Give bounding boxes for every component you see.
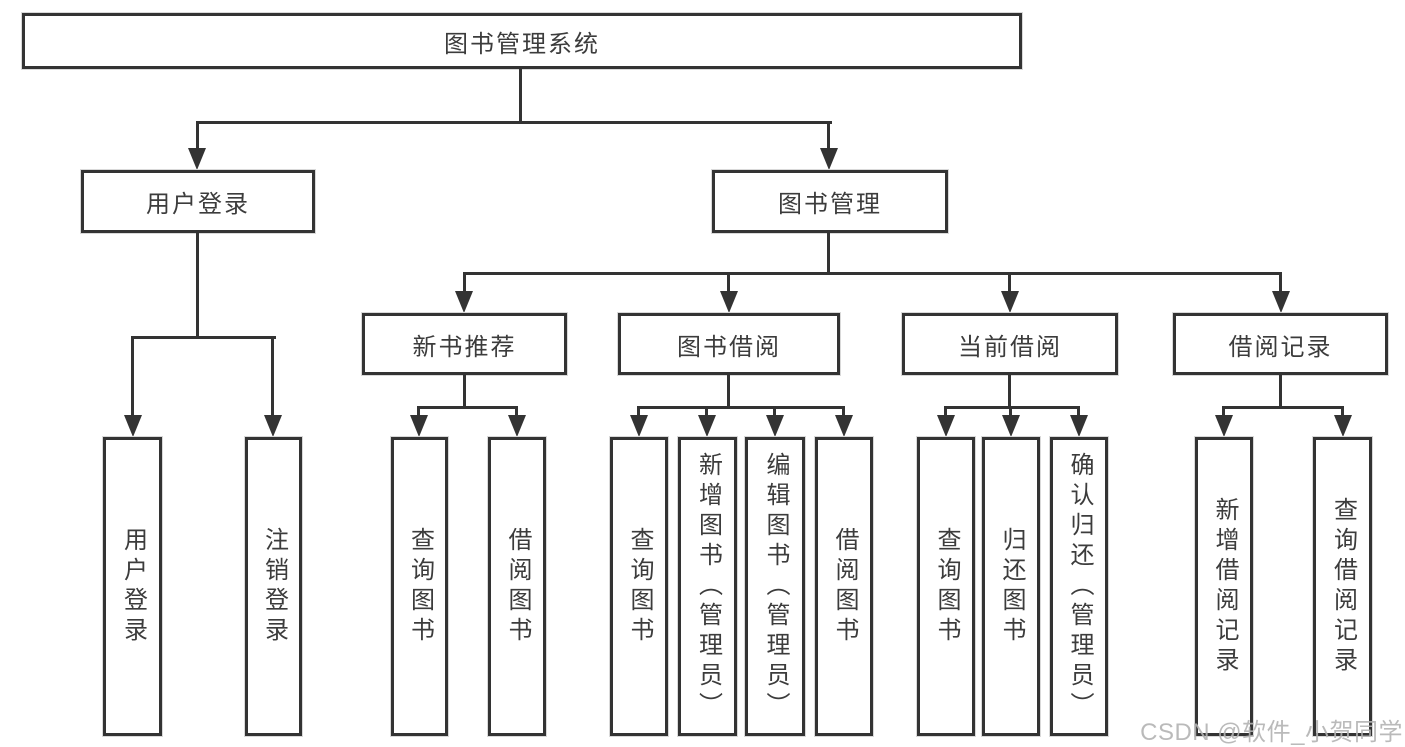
connector-drop-book-management: [827, 121, 830, 150]
leaf-return-books: 归还图书: [982, 437, 1040, 736]
arrowhead-down-icon: [630, 415, 648, 437]
arrowhead-down-icon: [188, 148, 206, 170]
connector-drop-leaf: [1009, 406, 1012, 417]
arrowhead-down-icon: [766, 415, 784, 437]
connector-root-rail: [196, 121, 832, 124]
connector-drop-leaf: [1341, 406, 1344, 417]
leaf-query-books: 查询图书: [391, 437, 448, 736]
arrowhead-down-icon: [410, 415, 428, 437]
connector-userlogin-stem: [196, 233, 199, 336]
connector-section-stem: [463, 375, 466, 406]
leaf-label: 借阅图书: [831, 526, 858, 647]
connector-section-rail: [638, 406, 845, 409]
connector-drop-user-login: [196, 121, 199, 150]
arrowhead-down-icon: [1334, 415, 1352, 437]
arrowhead-down-icon: [124, 415, 142, 437]
connector-drop-leaf: [271, 336, 274, 417]
arrowhead-down-icon: [937, 415, 955, 437]
connector-drop-leaf: [515, 406, 518, 417]
csdn-watermark: CSDN @软件_小贺同学: [1140, 719, 1403, 746]
node-label: 图书借阅: [677, 333, 781, 361]
connector-drop-book-borrow: [727, 272, 730, 293]
leaf-label: 确认归还（管理员）: [1066, 451, 1093, 722]
connector-section-rail: [1223, 406, 1344, 409]
arrowhead-down-icon: [820, 148, 838, 170]
node-label: 当前借阅: [958, 333, 1062, 361]
connector-section-stem: [727, 375, 730, 406]
arrowhead-down-icon: [455, 291, 473, 313]
connector-drop-leaf: [417, 406, 420, 417]
leaf-label: 查询借阅记录: [1329, 496, 1357, 677]
leaf-label: 新增图书（管理员）: [694, 451, 722, 722]
node-label: 借阅记录: [1228, 333, 1333, 361]
node-book-borrowing: 图书借阅: [618, 313, 840, 375]
leaf-label: 编辑图书（管理员）: [762, 451, 789, 722]
connector-bookmgmt-stem: [827, 233, 830, 272]
leaf-borrow-books: 借阅图书: [488, 437, 546, 736]
leaf-add-books-admin: 新增图书（管理员）: [678, 437, 737, 736]
leaf-logout: 注销登录: [245, 437, 302, 736]
connector-drop-leaf: [1222, 406, 1225, 417]
node-label: 新书推荐: [412, 333, 517, 361]
leaf-label: 借阅图书: [504, 526, 531, 647]
leaf-label: 查询图书: [626, 526, 653, 647]
arrowhead-down-icon: [1001, 291, 1019, 313]
node-library-management-system: 图书管理系统: [22, 13, 1022, 69]
arrowhead-down-icon: [720, 291, 738, 313]
connector-userlogin-rail: [131, 336, 276, 339]
arrowhead-down-icon: [1002, 415, 1020, 437]
node-label: 图书管理: [778, 191, 882, 218]
leaf-query-borrow-record: 查询借阅记录: [1313, 437, 1372, 736]
node-book-management-branch: 图书管理: [712, 170, 948, 233]
connector-section-stem: [1279, 375, 1282, 406]
arrowhead-down-icon: [1215, 415, 1233, 437]
leaf-label: 查询图书: [406, 526, 434, 647]
connector-section-stem: [1008, 375, 1011, 406]
arrowhead-down-icon: [264, 415, 282, 437]
connector-section-rail: [418, 406, 518, 409]
arrowhead-down-icon: [1070, 415, 1088, 437]
leaf-user-login: 用户登录: [103, 437, 162, 736]
node-label: 用户登录: [146, 191, 250, 218]
connector-drop-new-book: [463, 272, 466, 293]
connector-drop-current-borrow: [1008, 272, 1011, 293]
leaf-edit-books-admin: 编辑图书（管理员）: [745, 437, 805, 736]
connector-drop-leaf: [705, 406, 708, 417]
leaf-label: 归还图书: [998, 526, 1025, 647]
node-current-borrowing: 当前借阅: [902, 313, 1118, 375]
connector-drop-leaf: [944, 406, 947, 417]
leaf-label: 查询图书: [933, 526, 960, 647]
arrowhead-down-icon: [1272, 291, 1290, 313]
connector-section-rail: [945, 406, 1080, 409]
node-label: 图书管理系统: [444, 30, 600, 58]
connector-drop-leaf: [131, 336, 134, 417]
connector-drop-leaf: [1077, 406, 1080, 417]
connector-drop-borrow-records: [1279, 272, 1282, 293]
arrowhead-down-icon: [835, 415, 853, 437]
leaf-confirm-return-admin: 确认归还（管理员）: [1050, 437, 1108, 736]
leaf-label: 用户登录: [119, 526, 147, 647]
connector-drop-leaf: [637, 406, 640, 417]
leaf-label: 新增借阅记录: [1211, 496, 1238, 677]
arrowhead-down-icon: [508, 415, 526, 437]
connector-bookmgmt-rail: [463, 272, 1282, 275]
node-user-login-branch: 用户登录: [81, 170, 315, 233]
connector-drop-leaf: [842, 406, 845, 417]
connector-root-stem: [519, 69, 522, 121]
node-borrowing-records: 借阅记录: [1173, 313, 1388, 375]
arrowhead-down-icon: [698, 415, 716, 437]
leaf-query-books: 查询图书: [917, 437, 975, 736]
leaf-borrow-books: 借阅图书: [815, 437, 873, 736]
leaf-query-books: 查询图书: [610, 437, 668, 736]
leaf-label: 注销登录: [260, 526, 288, 647]
leaf-add-borrow-record: 新增借阅记录: [1195, 437, 1253, 736]
node-new-book-recommendation: 新书推荐: [362, 313, 567, 375]
connector-drop-leaf: [773, 406, 776, 417]
